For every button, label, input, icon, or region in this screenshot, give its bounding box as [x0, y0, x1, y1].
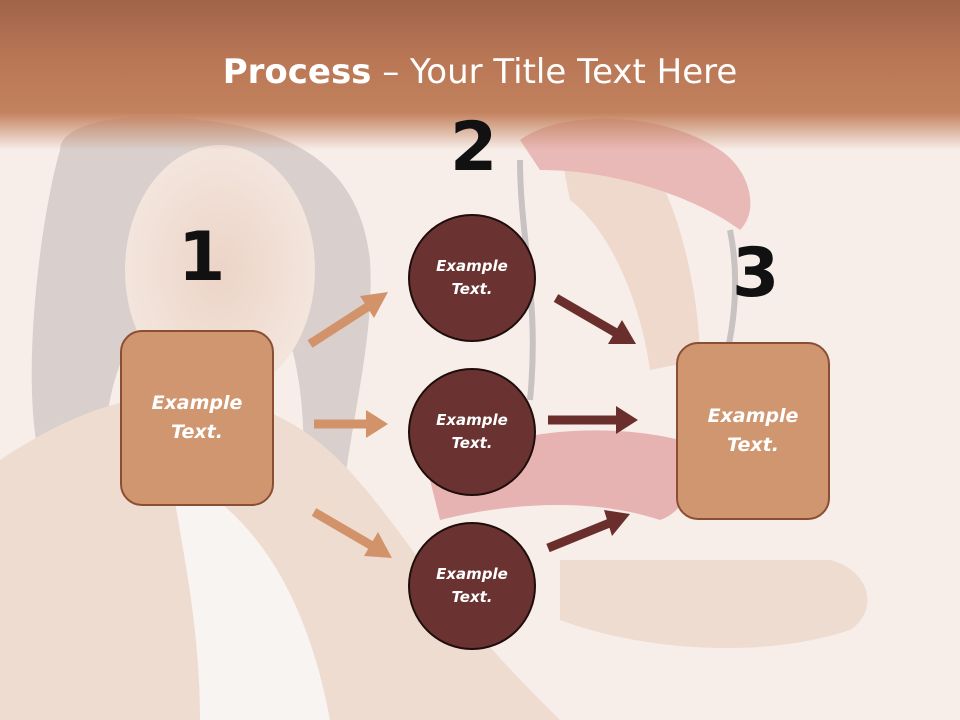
arrow-left-to-middle	[314, 410, 388, 438]
arrow-top-to-right	[553, 294, 636, 344]
arrow-left-to-bottom	[311, 508, 392, 558]
arrow-middle-to-right	[548, 406, 638, 434]
circle-node-bottom-text: Example Text.	[436, 565, 508, 606]
circle-node-middle: Example Text.	[408, 368, 536, 496]
step-number-2: 2	[450, 108, 498, 187]
circle-node-top-text: Example Text.	[436, 257, 508, 298]
step-number-1: 1	[178, 218, 226, 297]
arrow-bottom-to-right	[546, 510, 630, 553]
step-box-right-text: Example Text.	[707, 405, 799, 456]
step-number-3: 3	[732, 234, 780, 313]
circle-node-middle-text: Example Text.	[436, 411, 508, 452]
arrow-left-to-top	[307, 292, 388, 348]
circle-node-bottom: Example Text.	[408, 522, 536, 650]
header-band	[0, 0, 960, 150]
step-box-left: Example Text.	[120, 330, 274, 506]
title-bold: Process	[222, 52, 372, 92]
step-box-left-text: Example Text.	[151, 392, 243, 443]
slide-title: Process – Your Title Text Here	[0, 52, 960, 92]
title-rest: – Your Title Text Here	[371, 52, 738, 92]
circle-node-top: Example Text.	[408, 214, 536, 342]
step-box-right: Example Text.	[676, 342, 830, 520]
